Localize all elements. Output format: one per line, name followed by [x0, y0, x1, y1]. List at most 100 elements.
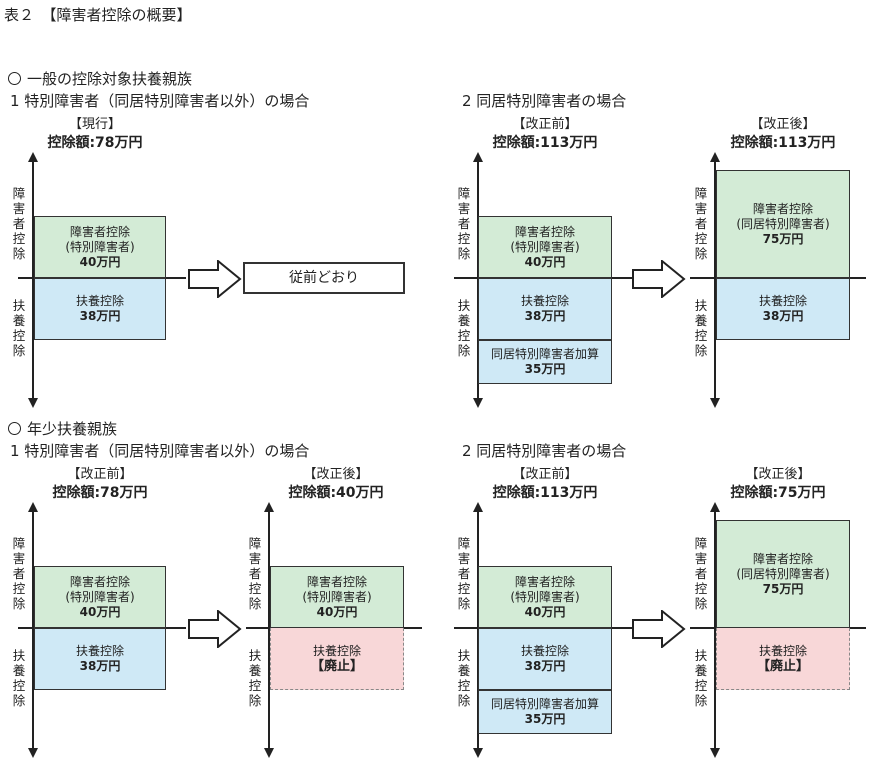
box-amount: 75万円	[762, 231, 804, 246]
box-amount: 35万円	[524, 712, 566, 726]
axis-up-arrow-icon	[264, 502, 274, 512]
box-amount: 40万円	[316, 604, 358, 619]
box-line: 障害者控除	[306, 574, 367, 589]
panel-g-tag: 【改正後】	[745, 467, 811, 482]
box-amount: 【廃止】	[756, 658, 809, 674]
box-amount: 38万円	[79, 309, 121, 323]
section1-heading-text: 一般の控除対象扶養親族	[27, 70, 193, 88]
panel-e-abolished-box: 扶養控除 【廃止】	[270, 628, 404, 690]
panel-e-header: 【改正後】 控除額:40万円	[266, 466, 406, 502]
section1-case1: 1 特別障害者（同居特別障害者以外）の場合	[10, 92, 310, 110]
axis-down-arrow-icon	[28, 398, 38, 408]
box-amount: 38万円	[762, 309, 804, 323]
panel-g-header: 【改正後】 控除額:75万円	[708, 466, 848, 502]
box-amount: 38万円	[524, 659, 566, 673]
panel-a-axis-top-label: 障害者控除	[12, 186, 26, 261]
panel-c-disability-box: 障害者控除 (同居特別障害者) 75万円	[716, 170, 850, 278]
box-line: (特別障害者)	[510, 239, 580, 254]
panel-g-axis	[714, 510, 716, 750]
box-line: (特別障害者)	[302, 589, 372, 604]
right-arrow-icon	[632, 260, 686, 298]
box-line: 扶養控除	[520, 294, 569, 308]
section2-case1: 1 特別障害者（同居特別障害者以外）の場合	[10, 442, 310, 460]
box-amount: 38万円	[79, 659, 121, 673]
panel-d-axis	[32, 510, 34, 750]
box-line: 障害者控除	[752, 201, 813, 216]
panel-b-dependent-box: 扶養控除 38万円	[478, 278, 612, 340]
figure-title: 表２ 【障害者控除の概要】	[4, 6, 192, 24]
panel-d-header: 【改正前】 控除額:78万円	[30, 466, 170, 502]
box-amount: 35万円	[524, 362, 566, 376]
panel-g-amount: 控除額:75万円	[730, 485, 826, 501]
unchanged-box: 従前どおり	[243, 262, 405, 294]
panel-c-amount: 控除額:113万円	[730, 135, 836, 151]
axis-down-arrow-icon	[710, 398, 720, 408]
box-line: 扶養控除	[758, 643, 807, 658]
panel-b-cohab-add-box: 同居特別障害者加算 35万円	[478, 340, 612, 384]
panel-b-header: 【改正前】 控除額:113万円	[470, 116, 620, 152]
panel-d-axis-bottom-label: 扶養控除	[12, 648, 26, 708]
section2-heading: 年少扶養親族	[8, 418, 117, 439]
panel-c-header: 【改正後】 控除額:113万円	[708, 116, 858, 152]
right-arrow-icon	[632, 610, 686, 648]
unchanged-text: 従前どおり	[289, 269, 359, 286]
box-amount: 40万円	[524, 254, 566, 269]
panel-d-axis-top-label: 障害者控除	[12, 536, 26, 611]
panel-f-axis-bottom-label: 扶養控除	[457, 648, 471, 708]
box-line: 障害者控除	[752, 551, 813, 566]
box-amount: 40万円	[79, 254, 121, 269]
box-line: (同居特別障害者)	[736, 216, 830, 231]
panel-a-axis	[32, 160, 34, 400]
panel-a-header: 【現行】 控除額:78万円	[30, 116, 160, 152]
box-amount: 38万円	[524, 309, 566, 323]
panel-f-axis-top-label: 障害者控除	[457, 536, 471, 611]
panel-d-disability-box: 障害者控除 (特別障害者) 40万円	[34, 566, 166, 628]
panel-b-disability-box: 障害者控除 (特別障害者) 40万円	[478, 216, 612, 278]
panel-d-amount: 控除額:78万円	[52, 485, 148, 501]
panel-f-header: 【改正前】 控除額:113万円	[470, 466, 620, 502]
box-line: 扶養控除	[520, 644, 569, 658]
section2-case2: 2 同居特別障害者の場合	[462, 442, 627, 460]
box-line: (特別障害者)	[65, 589, 135, 604]
panel-c-tag: 【改正後】	[750, 117, 816, 132]
box-amount: 【廃止】	[310, 658, 363, 674]
axis-up-arrow-icon	[28, 152, 38, 162]
axis-up-arrow-icon	[473, 152, 483, 162]
axis-up-arrow-icon	[710, 502, 720, 512]
panel-a-dependent-box: 扶養控除 38万円	[34, 278, 166, 340]
panel-e-amount: 控除額:40万円	[288, 485, 384, 501]
panel-e-axis-bottom-label: 扶養控除	[248, 648, 262, 708]
panel-f-tag: 【改正前】	[512, 467, 578, 482]
panel-g-axis-top-label: 障害者控除	[694, 536, 708, 611]
panel-a-axis-bottom-label: 扶養控除	[12, 298, 26, 358]
panel-b-amount: 控除額:113万円	[492, 135, 598, 151]
right-arrow-icon	[188, 260, 242, 298]
section1-heading: 一般の控除対象扶養親族	[8, 68, 192, 89]
panel-g-abolished-box: 扶養控除 【廃止】	[716, 628, 850, 690]
panel-f-disability-box: 障害者控除 (特別障害者) 40万円	[478, 566, 612, 628]
box-line: 扶養控除	[312, 643, 361, 658]
box-line: (同居特別障害者)	[736, 566, 830, 581]
axis-up-arrow-icon	[28, 502, 38, 512]
panel-f-cohab-add-box: 同居特別障害者加算 35万円	[478, 690, 612, 734]
section1-case2: 2 同居特別障害者の場合	[462, 92, 627, 110]
box-line: 扶養控除	[75, 644, 124, 658]
panel-a-amount: 控除額:78万円	[47, 135, 143, 151]
axis-down-arrow-icon	[473, 398, 483, 408]
panel-e-axis	[268, 510, 270, 750]
panel-g-axis-bottom-label: 扶養控除	[694, 648, 708, 708]
axis-up-arrow-icon	[473, 502, 483, 512]
box-amount: 40万円	[79, 604, 121, 619]
panel-b-axis-top-label: 障害者控除	[457, 186, 471, 261]
right-arrow-icon	[188, 610, 242, 648]
panel-b-tag: 【改正前】	[512, 117, 578, 132]
circle-bullet-icon	[8, 72, 21, 85]
panel-c-axis-bottom-label: 扶養控除	[694, 298, 708, 358]
panel-e-disability-box: 障害者控除 (特別障害者) 40万円	[270, 566, 404, 628]
box-line: (特別障害者)	[510, 589, 580, 604]
box-line: 扶養控除	[758, 294, 807, 308]
panel-a-tag: 【現行】	[68, 117, 121, 132]
box-amount: 40万円	[524, 604, 566, 619]
axis-down-arrow-icon	[710, 748, 720, 758]
